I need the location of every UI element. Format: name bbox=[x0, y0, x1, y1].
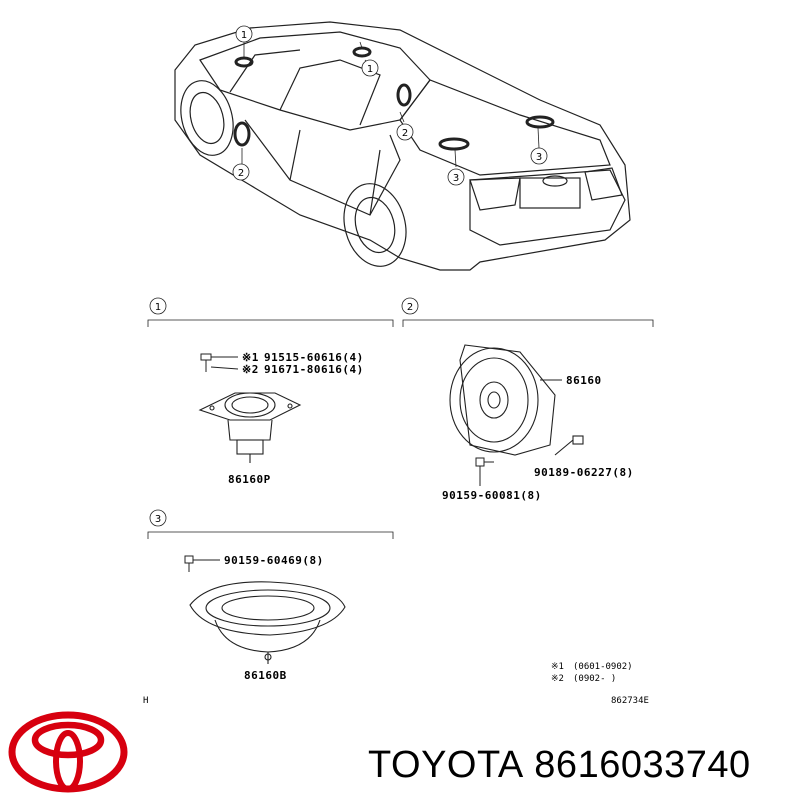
door-speaker-icon bbox=[449, 344, 584, 456]
footnote-1-mark: ※1 bbox=[551, 662, 564, 672]
part-86160-label: 86160 bbox=[566, 374, 602, 387]
callout-label-3b: 3 bbox=[536, 152, 542, 163]
callout-label-1a: 1 bbox=[241, 30, 247, 41]
h-label: H bbox=[143, 696, 148, 706]
section-2: 2 86160 90189-06227(8) 90159-60081(8) bbox=[401, 297, 654, 502]
brand-name: TOYOTA bbox=[368, 744, 524, 786]
clip-part-number: 90189-06227(8) bbox=[534, 466, 634, 479]
screw-part-number-section-3: 90159-60469(8) bbox=[224, 554, 324, 567]
note-1-part-number: 91515-60616(4) bbox=[264, 351, 364, 364]
footnotes: ※1 (0601-0902) ※2 (0902- ) bbox=[551, 662, 633, 684]
car-illustration bbox=[174, 21, 631, 271]
section-3-number: 3 bbox=[155, 514, 161, 525]
section-1-number: 1 bbox=[155, 302, 161, 313]
section-2-bracket bbox=[402, 319, 654, 327]
diagram-code: 862734E bbox=[611, 696, 649, 706]
note-2-mark: ※2 bbox=[242, 363, 259, 376]
callout-label-2a: 2 bbox=[402, 128, 408, 139]
bolt-icon bbox=[200, 353, 239, 372]
brand-part-line: TOYOTA 8616033740 bbox=[368, 742, 793, 788]
callout-label-3a: 3 bbox=[453, 173, 459, 184]
brand-part-number: 8616033740 bbox=[534, 744, 751, 786]
part-86160p-label: 86160P bbox=[228, 473, 271, 486]
part-86160b-label: 86160B bbox=[244, 669, 287, 682]
callout-circle-2a: 2 bbox=[396, 123, 414, 141]
car-callouts: 1 1 2 2 3 3 bbox=[232, 25, 548, 186]
section-3-bracket bbox=[147, 531, 394, 539]
callout-circle-3a: 3 bbox=[447, 168, 465, 186]
screw-icon-section-3 bbox=[184, 555, 220, 572]
section-2-number: 2 bbox=[407, 302, 413, 313]
section-1-bracket bbox=[147, 319, 394, 327]
tweeter-speaker-icon bbox=[198, 392, 302, 463]
section-1: 1 ※1 91515-60616(4) ※2 91671-80616(4) 86… bbox=[147, 297, 394, 486]
screw-part-number-section-2: 90159-60081(8) bbox=[442, 489, 542, 502]
callout-label-1b: 1 bbox=[367, 64, 373, 75]
toyota-logo-icon bbox=[8, 711, 128, 793]
callout-circle-1a: 1 bbox=[235, 25, 253, 43]
footnote-2-range: (0902- ) bbox=[573, 674, 616, 684]
footnote-1-range: (0601-0902) bbox=[573, 662, 633, 672]
footnote-2-mark: ※2 bbox=[551, 674, 564, 684]
callout-label-2b: 2 bbox=[238, 168, 244, 179]
callout-circle-2b: 2 bbox=[232, 163, 250, 181]
section-3: 3 90159-60469(8) 86160B bbox=[147, 509, 394, 682]
note-2-part-number: 91671-80616(4) bbox=[264, 363, 364, 376]
rear-oval-speaker-icon bbox=[189, 581, 346, 664]
callout-circle-3b: 3 bbox=[530, 147, 548, 165]
note-1-mark: ※1 bbox=[242, 351, 259, 364]
callout-circle-1b: 1 bbox=[361, 59, 379, 77]
screw-icon bbox=[475, 457, 494, 486]
